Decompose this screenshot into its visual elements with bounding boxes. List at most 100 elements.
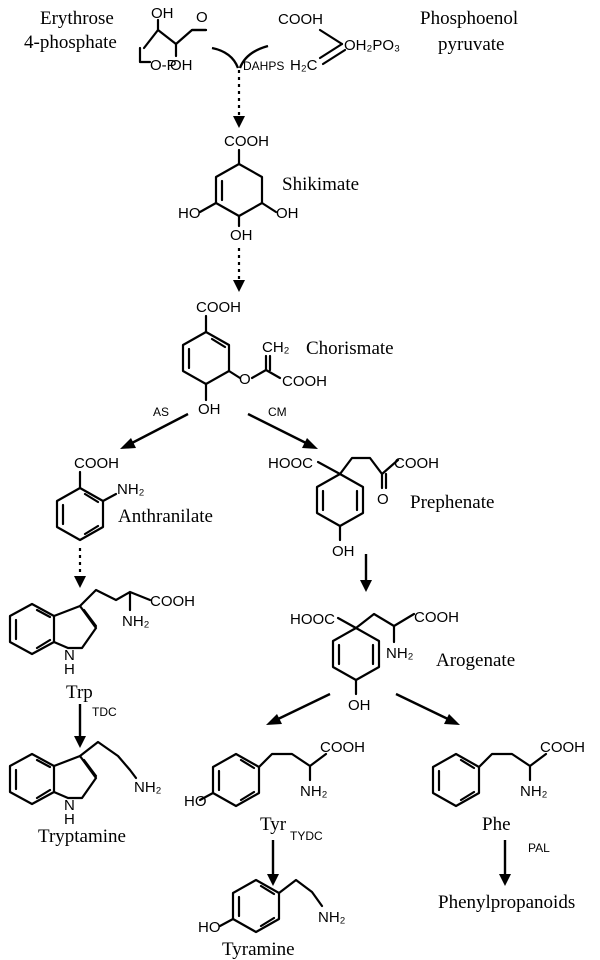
shikimate-label: Shikimate — [282, 174, 359, 195]
arrow-shaft — [395, 692, 451, 722]
anthranilate-nh2: NH₂ — [117, 481, 145, 498]
pep-label-line1: Phosphoenol — [420, 8, 518, 29]
anthranilate-cooh: COOH — [74, 455, 119, 472]
phe-ring-double-bonds — [437, 758, 476, 802]
phe-cooh: COOH — [540, 739, 585, 756]
pep-oh2po3: OH₂PO₃ — [344, 37, 400, 54]
erythrose-oh1: OH — [151, 5, 174, 22]
arrowhead — [360, 580, 372, 592]
trp-nh2: NH₂ — [122, 613, 150, 630]
prephenate-hooc-bond — [316, 460, 342, 476]
tyramine-nh2: NH₂ — [318, 909, 346, 926]
enzyme-pal: PAL — [528, 841, 550, 855]
prephenate-label: Prephenate — [410, 492, 494, 513]
tyr: HO COOH NH₂ Tyr — [184, 739, 365, 835]
shikimate-oh2: OH — [230, 227, 253, 244]
arrow-shaft — [275, 692, 331, 722]
anthranilate-nh2-bond — [101, 492, 118, 503]
erythrose-chain-bond — [138, 46, 152, 64]
prephenate-o: O — [377, 491, 389, 508]
chorismate-oh: OH — [198, 401, 221, 418]
shikimate-ho-bond — [198, 201, 218, 214]
trp-n: N — [64, 647, 75, 664]
tyr-side-chain — [257, 752, 328, 782]
arogenate-hooc: HOOC — [290, 611, 335, 628]
erythrose-label-line1: Erythrose — [40, 8, 114, 29]
shikimate: COOH HO OH OH Shikimate — [178, 133, 359, 244]
as-arrow-shaft — [129, 412, 189, 446]
tryptamine-pyrrole-ring — [52, 754, 98, 800]
phe-nh2: NH₂ — [520, 783, 548, 800]
prephenate-oh: OH — [332, 543, 355, 560]
chorismate-ring-double-bonds — [187, 337, 227, 370]
cm-step: CM — [247, 405, 318, 449]
erythrose-4-phosphate: Erythrose 4-phosphate OH OH O-P O — [24, 5, 208, 74]
arogenate-to-tyr-arrow — [266, 692, 331, 725]
tyr-ho: HO — [184, 793, 207, 810]
as-step: AS — [120, 405, 189, 449]
tyramine-ho-bond — [218, 917, 235, 928]
tryptamine-nh2: NH₂ — [134, 779, 162, 796]
enzyme-tdc: TDC — [92, 705, 117, 719]
trp-pyrrole-double-bond — [82, 608, 98, 628]
tydc-arrowhead — [267, 874, 279, 886]
arogenate-nh2: NH₂ — [386, 645, 414, 662]
pep-h2c: H₂C — [290, 57, 318, 74]
tyramine-ring-double-bonds — [237, 884, 276, 928]
pep-double-bond — [318, 42, 347, 66]
tdc-arrowhead — [74, 736, 86, 748]
erythrose-aldehyde-o: O — [196, 9, 208, 26]
dashed-arrowhead — [74, 576, 86, 588]
tryptamine-h: H — [64, 811, 75, 828]
enzyme-as: AS — [153, 405, 169, 419]
anthranilate: COOH NH₂ Anthranilate — [55, 455, 213, 542]
tydc-step: TYDC — [267, 829, 323, 886]
trp-benzene-double-bonds — [14, 608, 52, 650]
arrowhead — [266, 714, 282, 725]
tyramine-side-chain — [277, 878, 324, 908]
prephenate-to-arogenate-arrow — [360, 554, 372, 592]
tryptamine-side-chain — [78, 740, 138, 780]
shikimate-oh-bond — [260, 201, 278, 214]
tyr-ring-double-bonds — [217, 758, 256, 802]
tyr-ho-bond — [198, 791, 215, 802]
tyramine-ho: HO — [198, 919, 221, 936]
dahps-curve-right — [238, 44, 269, 69]
phe-side-chain — [477, 752, 548, 782]
pep-label-line2: pyruvate — [438, 34, 504, 55]
tyr-nh2: NH₂ — [300, 783, 328, 800]
as-arrowhead — [120, 438, 136, 449]
tryptamine-pyrrole-double-bond — [82, 758, 98, 778]
tyramine-label: Tyramine — [222, 939, 295, 960]
shikimate-cooh: COOH — [224, 133, 269, 150]
dahps-arrowhead — [233, 116, 245, 128]
arogenate: HOOC COOH NH₂ OH Arogenate — [290, 609, 515, 714]
pep-carboxyl-bond — [318, 28, 344, 46]
erythrose-op: O-P — [150, 57, 177, 74]
tryptamine: NH₂ N H Tryptamine — [8, 740, 162, 847]
phosphoenol-pyruvate: COOH OH₂PO₃ H₂C Phosphoenol pyruvate — [278, 8, 518, 74]
tyr-cooh: COOH — [320, 739, 365, 756]
anthranilate-label: Anthranilate — [118, 506, 213, 527]
erythrose-label-line2: 4-phosphate — [24, 32, 117, 53]
chorismate-ether-bond — [227, 369, 242, 380]
phenylpropanoids-label: Phenylpropanoids — [438, 892, 575, 913]
enzyme-cm: CM — [268, 405, 287, 419]
shikimate-to-chorismate-arrow — [233, 248, 245, 292]
dahps-step: DAHPS — [211, 44, 284, 128]
prephenate-side-chain — [338, 456, 400, 490]
tyramine: HO NH₂ Tyramine — [198, 878, 346, 960]
tyr-label: Tyr — [260, 814, 287, 835]
arogenate-oh: OH — [348, 697, 371, 714]
prephenate-hooc: HOOC — [268, 455, 313, 472]
prephenate: HOOC COOH O OH Prephenate — [268, 455, 494, 560]
arrowhead — [444, 714, 460, 725]
anthranilate-to-trp-arrow — [74, 548, 86, 588]
enzyme-dahps: DAHPS — [243, 59, 284, 73]
arogenate-ring-double-bonds — [337, 643, 375, 666]
tryptamine-n: N — [64, 797, 75, 814]
arogenate-cooh: COOH — [414, 609, 459, 626]
cm-arrowhead — [302, 438, 318, 449]
chorismate-label: Chorismate — [306, 338, 394, 359]
phe: COOH NH₂ Phe — [431, 739, 585, 835]
